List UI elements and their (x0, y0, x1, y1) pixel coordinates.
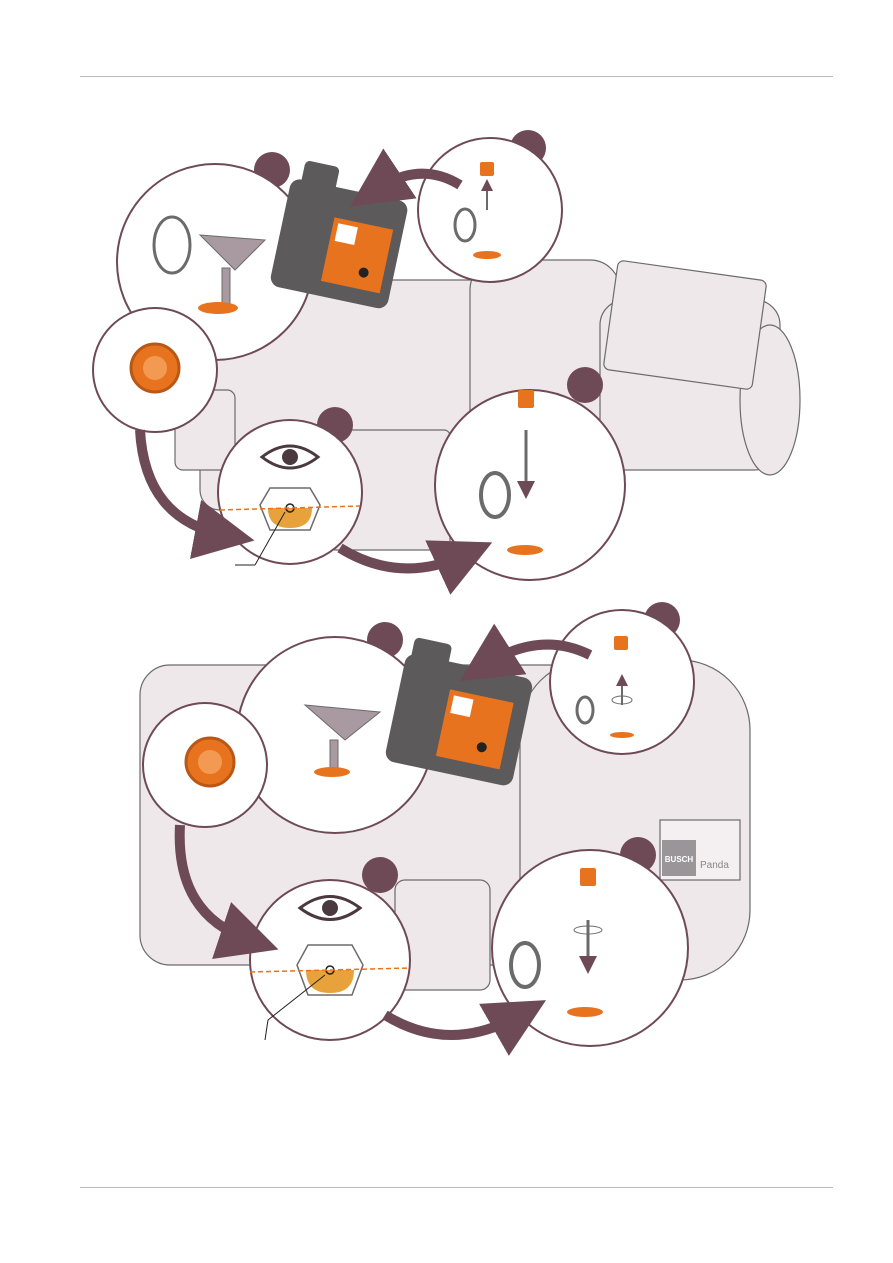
oil-fill-plug-icon (580, 868, 596, 886)
bottom-sight-glass-side (143, 703, 267, 827)
step-badge (567, 367, 603, 403)
brand-name-text: Panda (700, 860, 729, 871)
bottom-remove-plug-detail (550, 610, 694, 754)
bottom-pump-illustration: BUSCH Panda (140, 602, 750, 1046)
top-refit-plug-detail (435, 390, 625, 580)
oil-fill-plug-icon (480, 162, 494, 176)
brand-logo-text: BUSCH (665, 855, 694, 864)
oil-fill-plug-icon (518, 390, 534, 408)
top-check-sight-glass (218, 420, 362, 565)
bottom-oil-canister (384, 636, 538, 787)
oil-fill-plug-icon (614, 636, 628, 650)
top-sight-glass-side (93, 308, 217, 432)
step-badge (362, 857, 398, 893)
top-pump-illustration (93, 130, 800, 580)
top-remove-plug-detail (418, 138, 562, 282)
bottom-refit-plug-detail (492, 850, 688, 1046)
